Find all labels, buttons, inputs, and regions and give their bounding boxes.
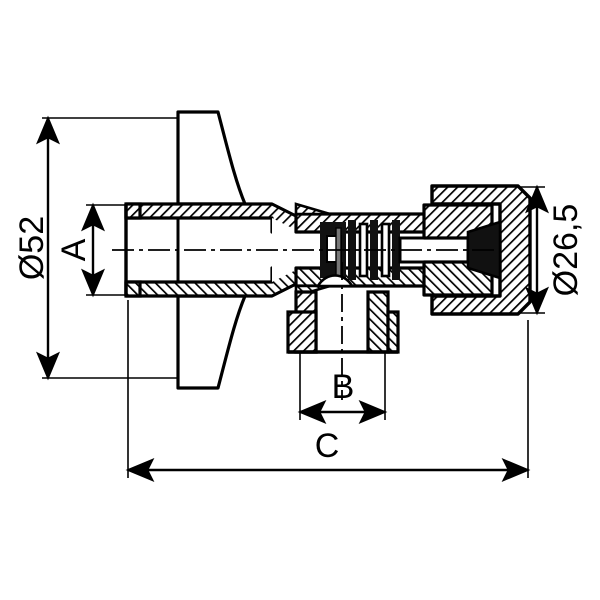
dimension-label-c: C (315, 427, 340, 465)
inlet-pipe-body (124, 202, 302, 298)
dimension-label-diameter-52: Ø52 (13, 216, 51, 280)
dimension-label-a: A (55, 238, 93, 261)
dimension-label-b: B (332, 368, 355, 406)
outlet-branch (286, 290, 400, 354)
dimension-label-diameter-26-5: Ø26,5 (547, 204, 585, 297)
